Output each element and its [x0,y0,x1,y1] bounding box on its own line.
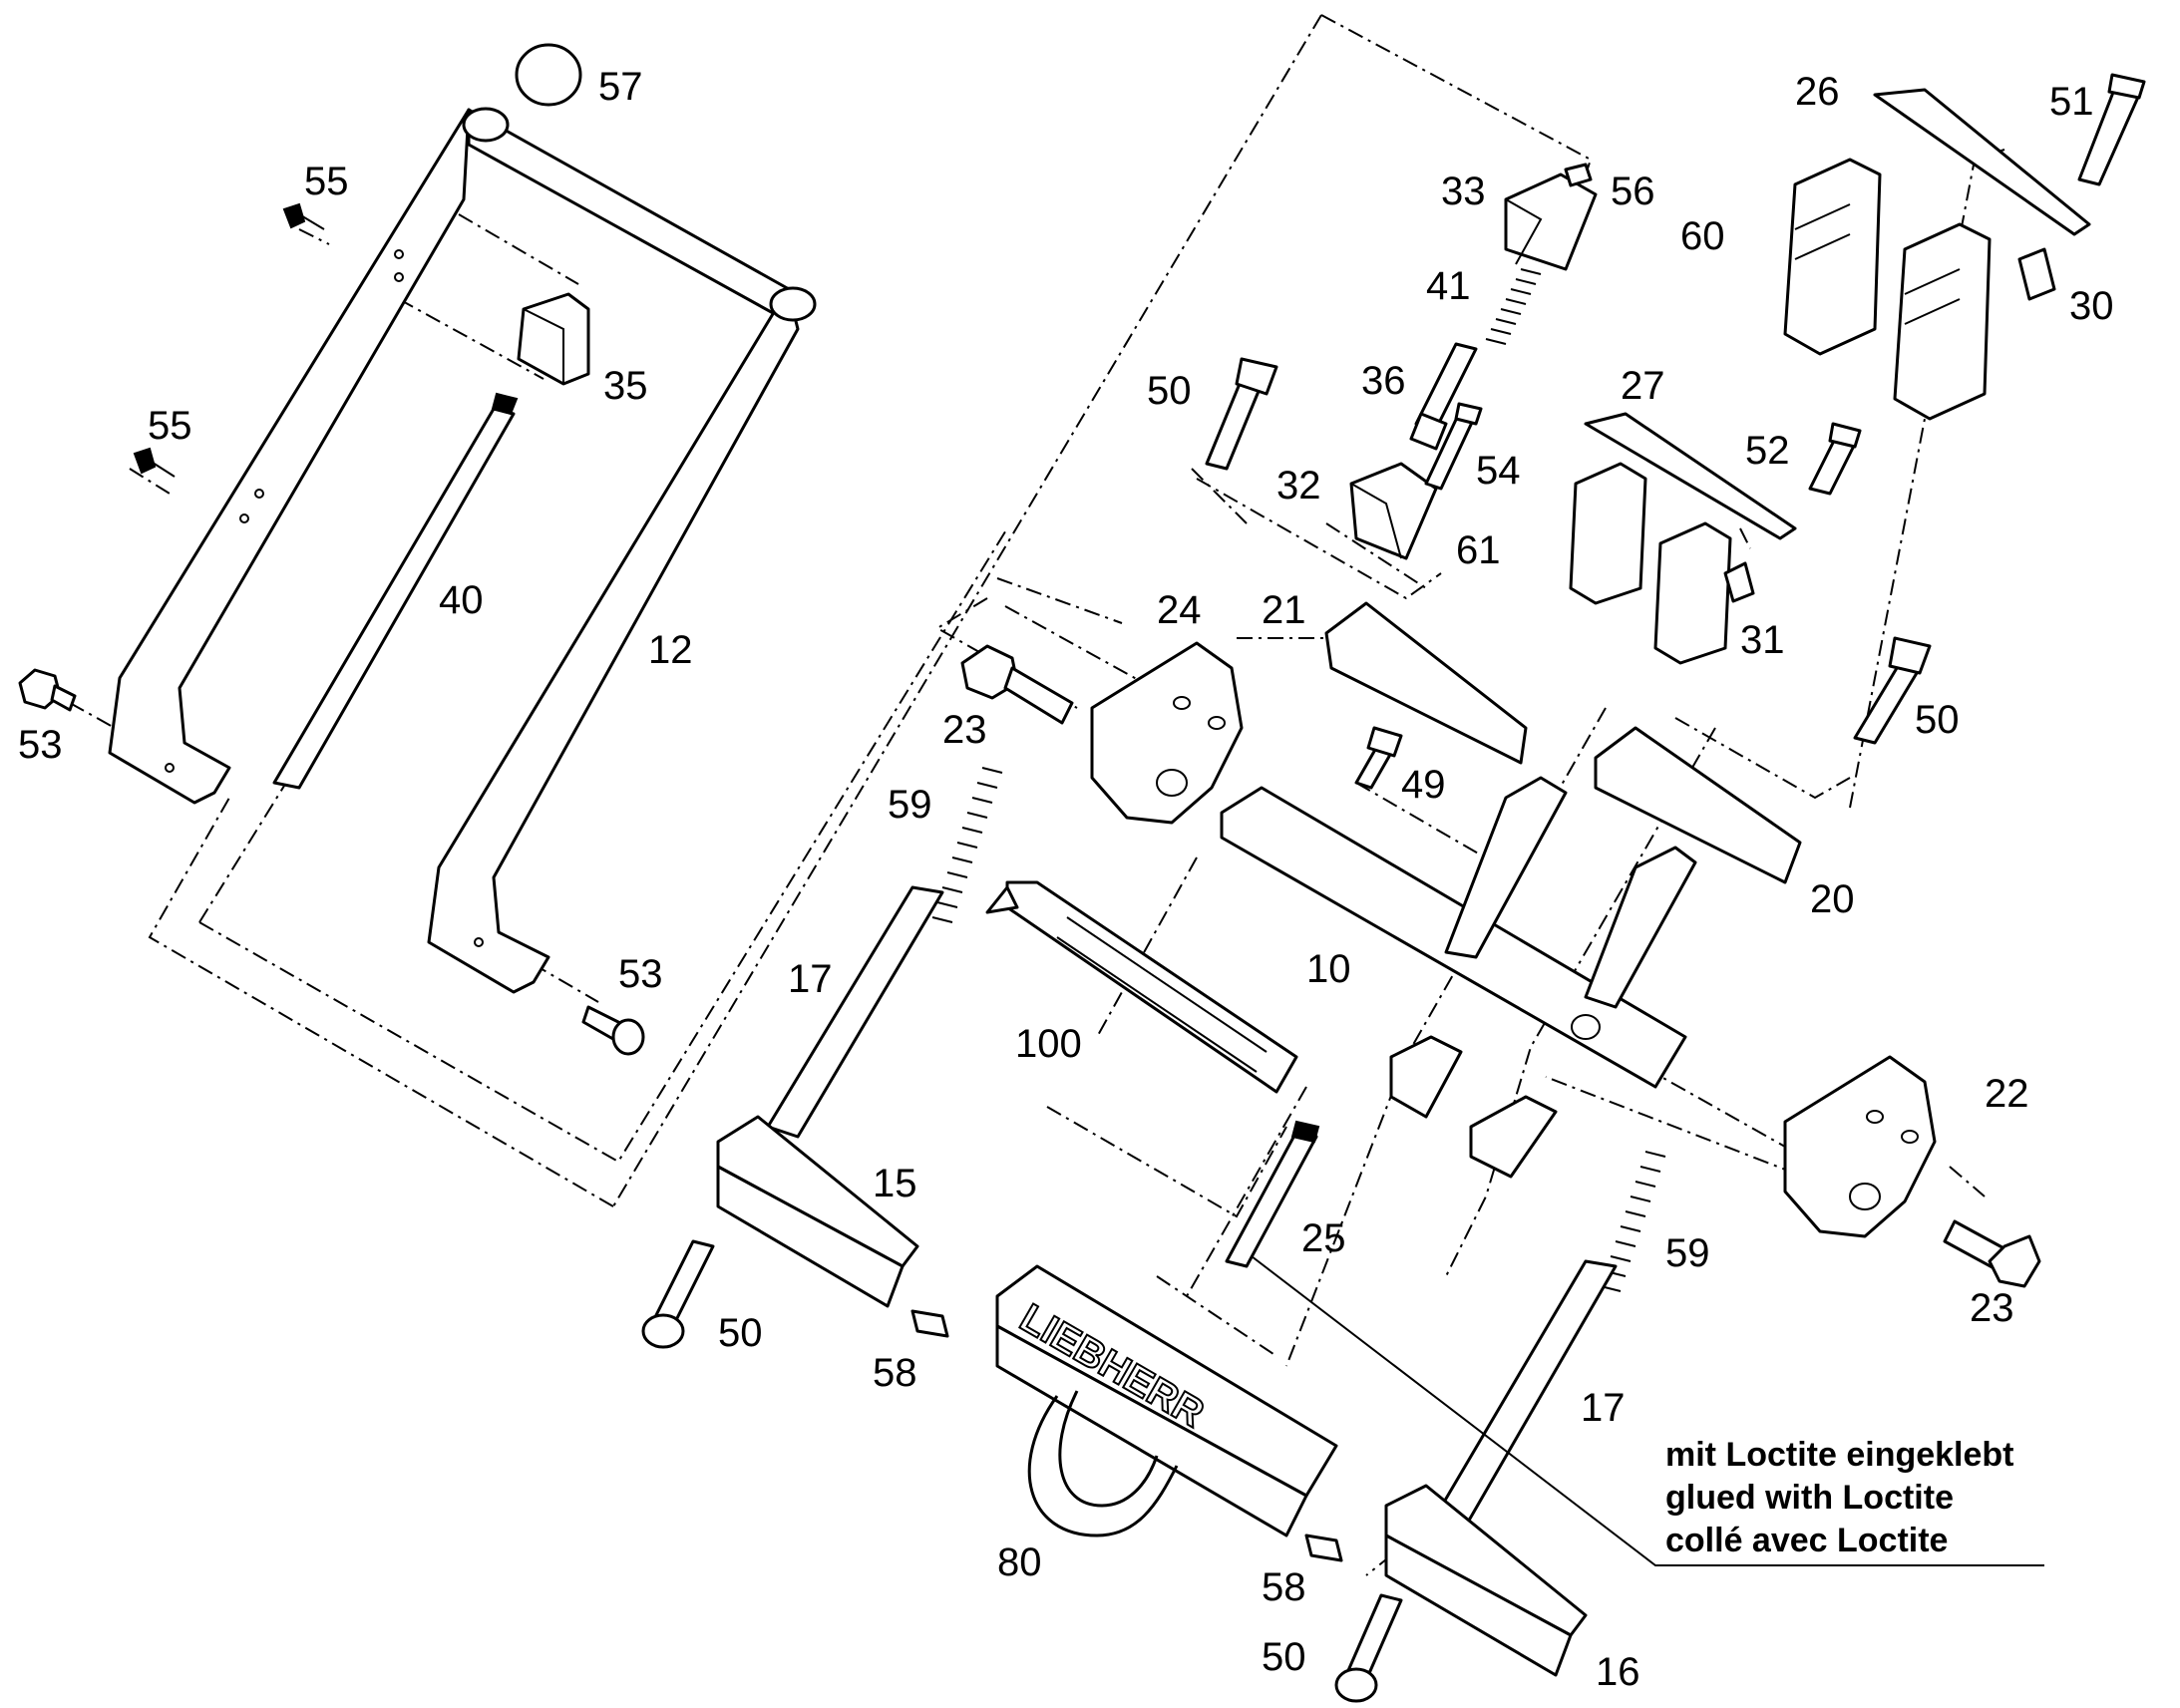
label-21: 21 [1262,588,1306,632]
label-59-lower: 59 [1665,1231,1710,1275]
part-24-side-plate [1090,641,1244,825]
label-50-lower-left: 50 [718,1311,763,1355]
label-25: 25 [1301,1216,1346,1260]
part-53-bolt-right [581,1005,645,1056]
label-10: 10 [1306,947,1351,991]
label-58-lower: 58 [1262,1565,1306,1609]
label-22: 22 [1985,1072,2029,1116]
label-23-lower: 23 [1970,1286,2014,1330]
label-17-left: 17 [788,957,833,1001]
label-61: 61 [1456,528,1501,572]
label-23-upper: 23 [942,708,987,752]
part-33-cylinder [1504,172,1598,271]
part-49-screw [1354,726,1403,790]
label-60: 60 [1680,214,1725,258]
part-labels: 57 55 55 35 40 12 53 53 33 56 41 36 50 5… [18,65,2114,1694]
part-21-wedge [1324,601,1528,765]
part-57-knob [515,43,582,107]
label-32: 32 [1276,464,1321,508]
part-35-block [517,292,590,386]
label-57: 57 [598,65,643,109]
part-23-bolt-lower [1943,1219,2041,1288]
part-55-screw-lower [133,447,176,478]
label-36: 36 [1361,359,1406,403]
label-58-upper: 58 [873,1351,917,1395]
part-59-spring-lower [1600,1151,1666,1292]
note-leader-line [1251,1255,2044,1566]
label-12: 12 [648,628,693,672]
part-16-lower-block [1384,1484,1588,1677]
label-53-right: 53 [618,952,663,996]
part-26-plate [1873,88,2091,236]
label-15: 15 [873,1162,917,1205]
part-53-bolt-left [18,668,77,712]
part-58-pin-lower [1304,1534,1343,1562]
label-20: 20 [1810,877,1855,921]
label-100: 100 [1015,1022,1082,1066]
part-23-bolt-upper [960,644,1074,725]
label-50-right: 50 [1915,698,1960,742]
label-50-bottom: 50 [1262,1635,1306,1679]
label-49: 49 [1401,763,1446,807]
part-31-pin [1723,561,1755,603]
part-12-handle-frame [108,107,817,994]
part-52-screw [1808,422,1862,496]
part-61-bushings [1569,462,1732,665]
part-58-pin-upper [910,1309,949,1338]
part-50-screw-bottom [1334,1593,1403,1703]
label-16: 16 [1596,1650,1640,1694]
label-30: 30 [2069,284,2114,328]
label-51: 51 [2049,80,2094,124]
part-32-block [1349,462,1438,560]
part-55-screw-upper [282,202,325,230]
label-41: 41 [1426,264,1471,308]
label-33: 33 [1441,170,1486,213]
label-50-upper: 50 [1147,369,1192,413]
label-54: 54 [1476,449,1521,493]
label-24: 24 [1157,588,1202,632]
part-22-side-plate [1783,1055,1937,1238]
label-26: 26 [1795,70,1840,114]
label-56: 56 [1611,170,1655,213]
label-31: 31 [1740,618,1785,662]
part-59-spring-upper [931,767,1003,923]
note-line-fr: collé avec Loctite [1665,1522,1948,1559]
label-80: 80 [997,1540,1042,1584]
label-27: 27 [1621,364,1665,408]
part-54-screw [1424,402,1483,491]
part-36-plunger [1409,342,1478,451]
part-27-plate [1584,412,1797,540]
part-60-bushings [1783,158,1992,421]
loctite-note: mit Loctite eingeklebt glued with Loctit… [1665,1436,2014,1559]
label-55-lower: 55 [148,404,192,448]
part-15-lower-block [716,1115,919,1308]
part-30-pin [2017,247,2056,301]
part-17-rod-left [766,885,944,1139]
part-51-screw [2077,73,2146,186]
part-50-screw-lower-left [641,1239,715,1349]
label-40: 40 [439,578,484,622]
note-line-en: glued with Loctite [1665,1479,1954,1517]
part-20-wedge [1594,726,1802,884]
part-41-spring [1485,268,1542,345]
part-40-rod [272,392,519,790]
label-35: 35 [603,364,648,408]
part-50-screw-right [1853,636,1932,745]
part-50-screw-upper [1205,357,1278,471]
note-line-de: mit Loctite eingeklebt [1665,1436,2014,1474]
label-59-upper: 59 [888,783,932,827]
part-56-pin [1564,163,1593,187]
label-53-left: 53 [18,723,63,767]
part-80-carrier: LIEBHERR [995,1264,1338,1537]
part-100-warning-label [985,880,1298,1094]
label-52: 52 [1745,429,1790,473]
label-17-right: 17 [1581,1386,1626,1430]
label-55-upper: 55 [304,160,349,203]
part-25-pin [1225,1120,1320,1268]
part-10-base-body [1220,776,1697,1179]
